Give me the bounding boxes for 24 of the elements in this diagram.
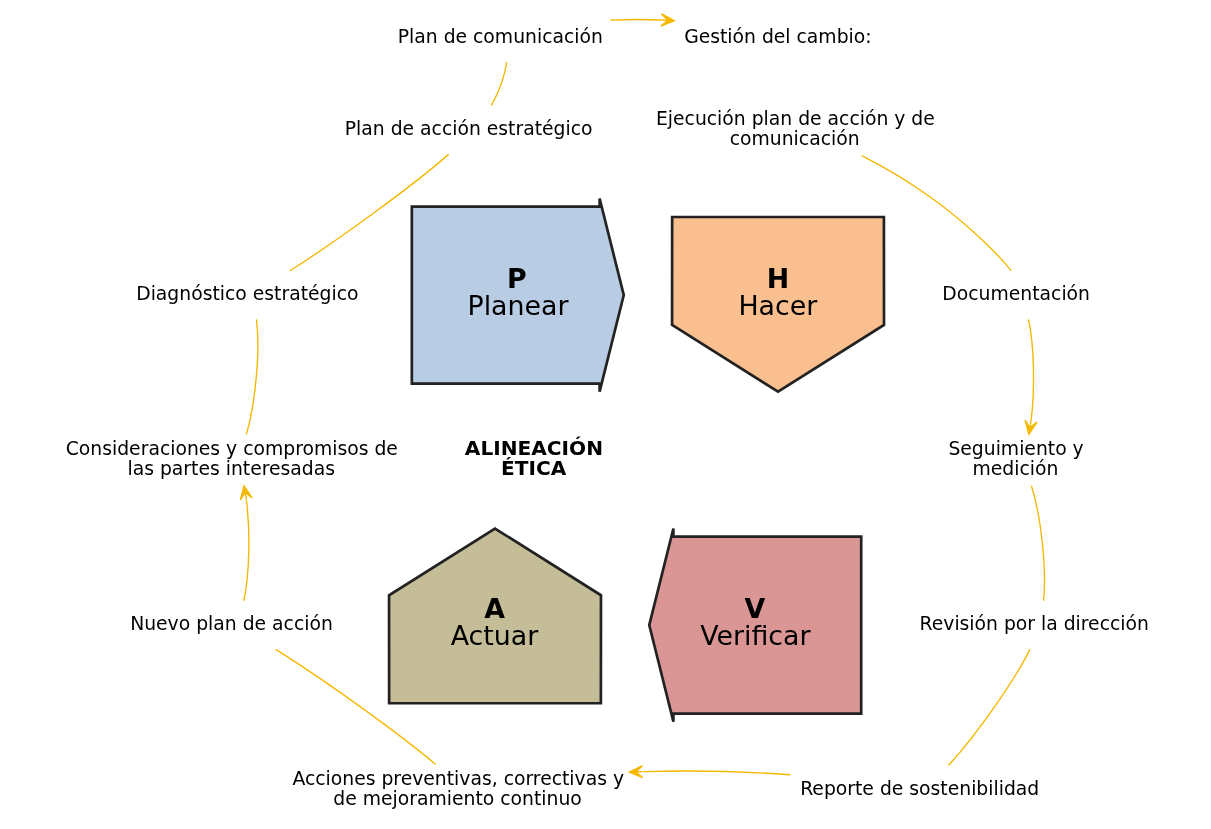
node-text: Consideraciones y compromisos de las partes interesadas	[65, 438, 398, 480]
arrow	[628, 765, 791, 779]
arrow	[1023, 318, 1038, 436]
node-text: Gestión del cambio:	[683, 25, 872, 47]
arrow	[609, 13, 675, 27]
node-text: Seguimiento y medición	[947, 438, 1084, 480]
connector	[490, 61, 507, 107]
node-text: Diagnóstico estratégico	[135, 283, 358, 305]
node-text: Plan de comunicación	[397, 25, 603, 47]
connector	[860, 154, 1012, 272]
node-text: Ejecución plan de acción y de comunicación	[655, 108, 935, 150]
connector	[288, 153, 449, 272]
node-text: Acciones preventivas, correctivas y de mejoramiento continuo	[291, 767, 624, 810]
connector	[274, 648, 436, 766]
node-text: Nuevo plan de acción	[129, 613, 333, 635]
label: ALINEACIÓN ÉTICA	[464, 435, 603, 480]
node-text: Revisión por la dirección	[919, 613, 1149, 635]
node-text: Reporte de sostenibilidad	[799, 778, 1039, 800]
node-text: Documentación	[941, 283, 1090, 305]
connector	[245, 318, 258, 436]
connector	[947, 648, 1031, 767]
connector	[1030, 485, 1045, 602]
node-text: Plan de acción estratégico	[344, 118, 592, 140]
arrow	[239, 485, 253, 602]
